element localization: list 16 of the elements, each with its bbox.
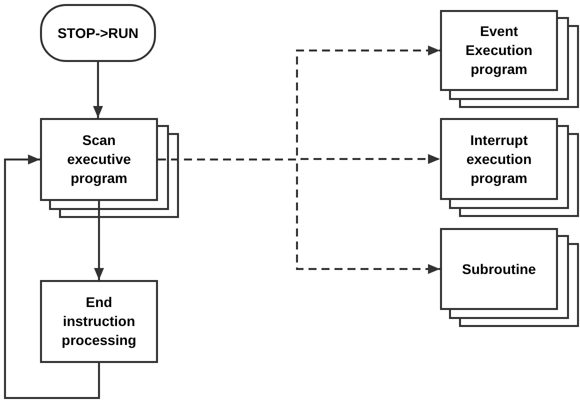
node-text: Event Execution program — [464, 22, 534, 79]
process-box — [440, 118, 558, 200]
dashed-arrow — [158, 158, 440, 274]
node-text: Subroutine — [462, 260, 536, 278]
node-text: STOP->RUN — [57, 24, 139, 42]
process-box — [440, 228, 558, 310]
node-text: Interrupt execution program — [465, 130, 533, 188]
process-box — [40, 280, 158, 363]
node-text: End instruction processing — [60, 293, 138, 350]
process-box — [40, 118, 158, 201]
arrow — [93, 62, 103, 118]
node-text: Scan executive program — [66, 131, 132, 188]
process-box — [440, 10, 558, 91]
arrow — [4, 154, 100, 399]
terminal-box — [40, 4, 156, 62]
arrow — [94, 201, 104, 280]
